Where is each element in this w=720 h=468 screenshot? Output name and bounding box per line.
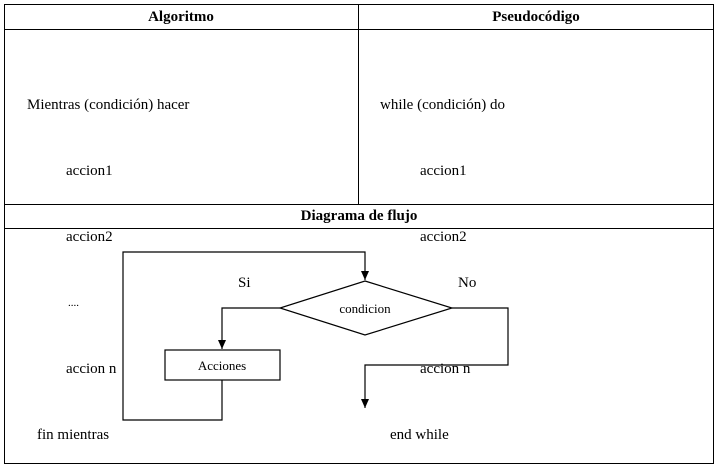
actions-box xyxy=(164,349,281,381)
yes-label: Si xyxy=(238,275,251,291)
algorithm-line: accion1 xyxy=(66,163,113,179)
column-divider xyxy=(358,4,359,204)
no-label: No xyxy=(458,275,476,291)
condition-diamond xyxy=(278,280,455,336)
condition-label: condicion xyxy=(339,301,391,316)
algorithm-header: Algoritmo xyxy=(148,9,214,25)
loop-back-line xyxy=(122,251,369,421)
header-divider-top xyxy=(4,29,714,30)
section-divider xyxy=(4,204,714,205)
algorithm-line: fin mientras xyxy=(37,427,110,443)
table-frame xyxy=(4,4,714,464)
algorithm-line: accion n xyxy=(66,361,117,377)
pseudocode-line: accion2 xyxy=(420,229,467,245)
actions-label: Acciones xyxy=(198,358,246,373)
algorithm-line: accion2 xyxy=(66,229,113,245)
pseudocode-line: while (condición) do xyxy=(380,97,505,113)
algorithm-code: Mientras (condición) hacer accion1 accio… xyxy=(0,50,358,468)
pseudocode-line: end while xyxy=(390,427,449,443)
flowchart-header: Diagrama de flujo xyxy=(300,208,418,224)
algorithm-line: Mientras (condición) hacer xyxy=(27,97,190,113)
pseudocode-line: accion1 xyxy=(420,163,467,179)
algorithm-line: .... xyxy=(68,297,79,309)
no-branch-line xyxy=(361,307,509,408)
pseudocode-header: Pseudocódigo xyxy=(492,9,580,25)
flowchart-header-divider xyxy=(4,228,714,229)
yes-branch-line xyxy=(218,307,280,349)
